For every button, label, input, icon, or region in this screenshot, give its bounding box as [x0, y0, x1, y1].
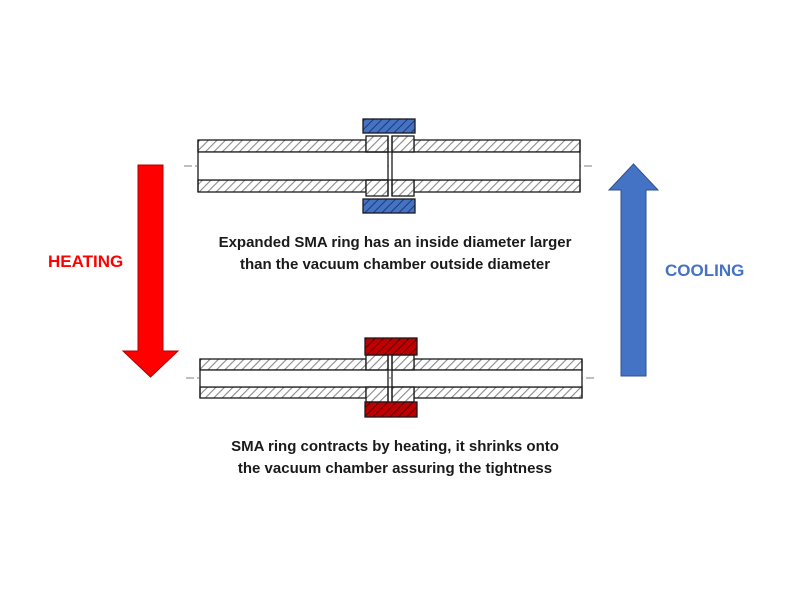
- bottom-right-flange-lower: [391, 386, 415, 403]
- bottom-left-flange-lower: [365, 386, 389, 403]
- contracted-assembly: [186, 337, 594, 418]
- top-left-pipe-lower-wall: [197, 179, 367, 193]
- top-left-pipe-upper-wall: [197, 139, 367, 153]
- contracted-ring-caption-line1: SMA ring contracts by heating, it shrink…: [231, 438, 559, 455]
- top-right-flange-upper: [391, 135, 415, 153]
- expanded-sma-ring-lower: [362, 198, 416, 214]
- cooling-arrow: [607, 163, 660, 377]
- cooling-label: COOLING: [665, 261, 745, 280]
- bottom-right-pipe-lower-wall: [413, 386, 583, 399]
- top-right-pipe-upper-wall: [413, 139, 581, 153]
- top-right-pipe-bore: [392, 152, 580, 180]
- bottom-right-pipe-upper-wall: [413, 358, 583, 371]
- top-right-flange-lower: [391, 179, 415, 197]
- top-left-flange-lower: [365, 179, 389, 197]
- bottom-right-pipe-bore: [392, 370, 582, 387]
- contracted-sma-ring-upper: [364, 337, 418, 356]
- expanded-ring-caption-line2: than the vacuum chamber outside diameter: [239, 256, 551, 273]
- bottom-left-pipe-lower-wall: [199, 386, 367, 399]
- expanded-ring-caption-line1: Expanded SMA ring has an inside diameter…: [218, 234, 572, 251]
- heating-arrow: [121, 164, 180, 378]
- expanded-ring-caption: Expanded SMA ring has an inside diameter…: [175, 232, 615, 276]
- bottom-left-pipe-upper-wall: [199, 358, 367, 371]
- heating-label: HEATING: [48, 252, 124, 271]
- contracted-ring-caption-line2: the vacuum chamber assuring the tightnes…: [237, 460, 553, 477]
- top-right-pipe-lower-wall: [413, 179, 581, 193]
- bottom-left-pipe-bore: [200, 370, 388, 387]
- contracted-sma-ring-lower: [364, 401, 418, 418]
- top-left-pipe-bore: [198, 152, 388, 180]
- top-left-flange-upper: [365, 135, 389, 153]
- expanded-assembly: [184, 118, 592, 214]
- expanded-sma-ring-upper: [362, 118, 416, 134]
- bottom-left-flange-upper: [365, 354, 389, 371]
- contracted-ring-caption: SMA ring contracts by heating, it shrink…: [175, 436, 615, 480]
- bottom-right-flange-upper: [391, 354, 415, 371]
